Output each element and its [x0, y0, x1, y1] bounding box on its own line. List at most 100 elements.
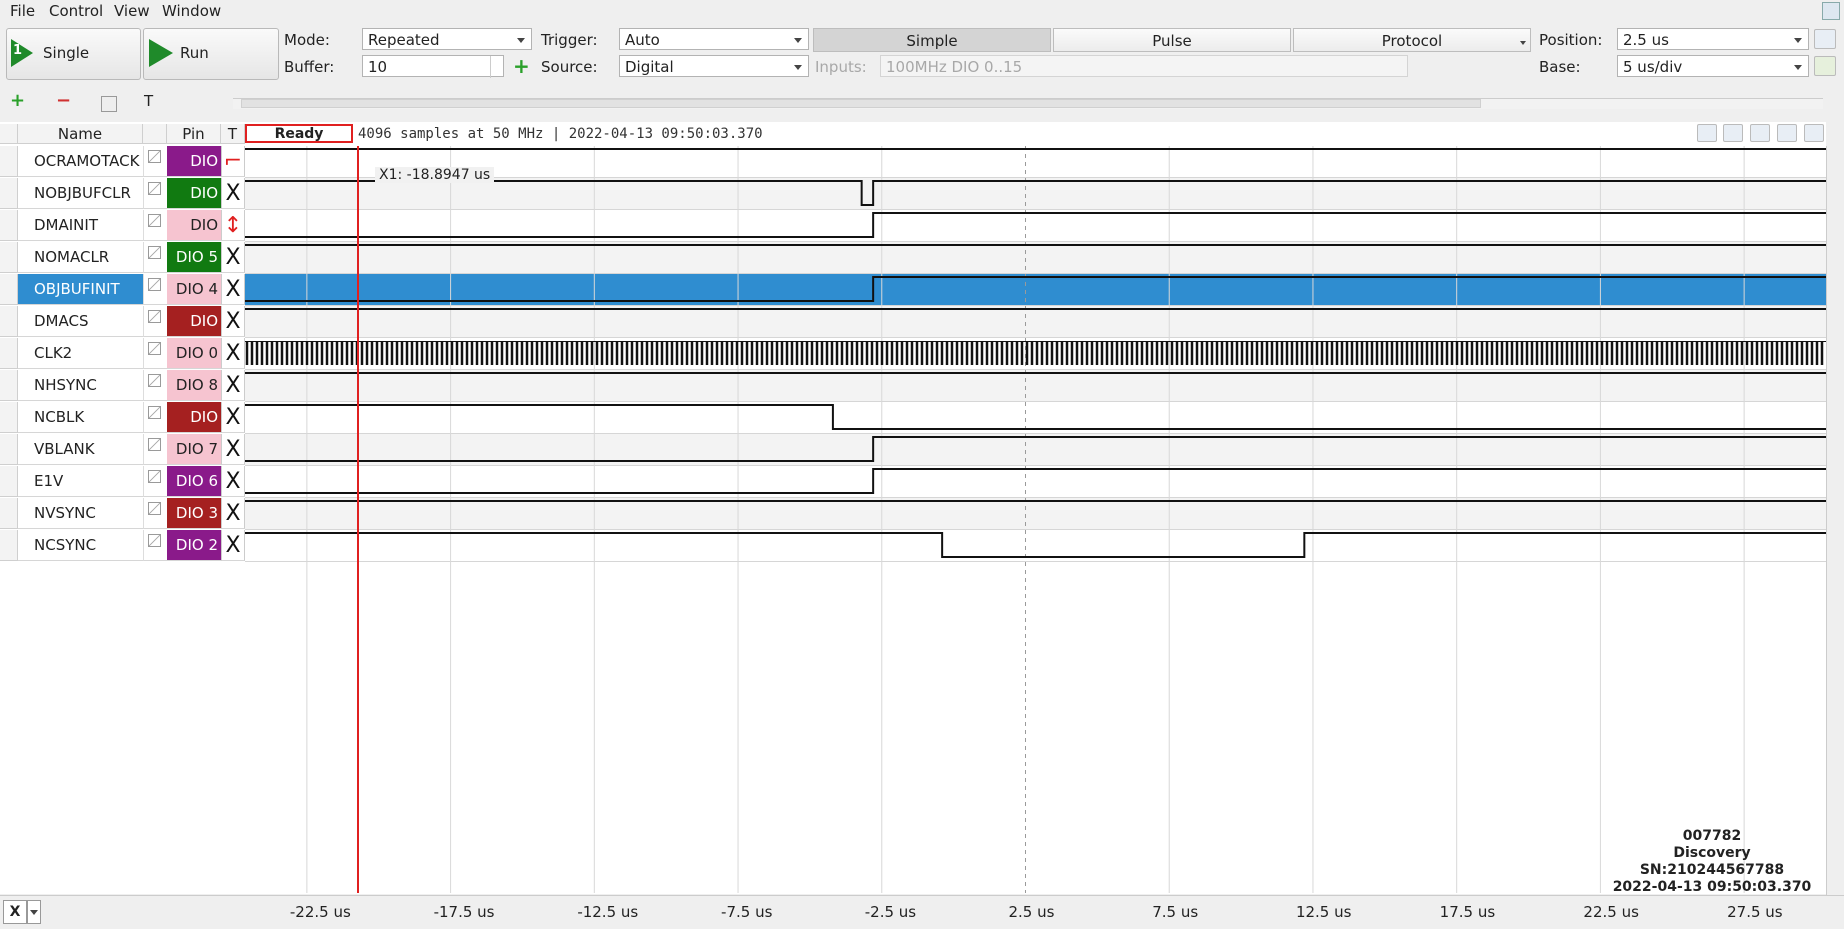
trigger-condition-icon[interactable]: X [221, 242, 245, 273]
trigger-condition-icon[interactable]: ⌐ [221, 146, 245, 177]
trigger-condition-icon[interactable]: X [221, 402, 245, 433]
signal-pin[interactable]: DIO 11 [167, 306, 221, 361]
signal-name[interactable]: NOMACLR [18, 242, 143, 273]
menu-file[interactable]: File [10, 2, 36, 20]
bars-icon[interactable] [1750, 124, 1770, 142]
signal-row[interactable]: DMACS DIO 11X [0, 306, 1826, 361]
row-handle[interactable] [0, 274, 18, 305]
signal-pin[interactable]: DIO 5 [167, 242, 221, 273]
buffer-input[interactable]: 10 [362, 55, 504, 78]
signal-pin[interactable]: DIO 15 [167, 402, 221, 457]
edit-signal-button[interactable] [143, 402, 167, 433]
signal-name[interactable]: NCSYNC [18, 530, 143, 561]
edit-signal-button[interactable] [143, 466, 167, 497]
signal-pin[interactable]: DIO 13 [167, 178, 221, 233]
trigger-condition-icon[interactable]: X [221, 338, 245, 369]
menu-control[interactable]: Control [49, 2, 104, 20]
trigger-condition-icon[interactable]: X [221, 530, 245, 561]
signal-name[interactable]: NHSYNC [18, 370, 143, 401]
trigger-condition-icon[interactable]: X [221, 306, 245, 337]
position-select[interactable]: 2.5 us [1617, 28, 1809, 50]
signal-pin[interactable]: DIO 4 [167, 274, 221, 305]
signal-pin[interactable]: DIO 2 [167, 530, 221, 561]
row-handle[interactable] [0, 466, 18, 497]
signal-name[interactable]: OCRAMOTACK [18, 146, 143, 177]
trigger-select[interactable]: Auto [619, 28, 809, 50]
signal-pin[interactable]: DIO 3 [167, 498, 221, 529]
row-handle[interactable] [0, 178, 18, 209]
waveform-lane[interactable] [245, 242, 1826, 274]
mode-select[interactable]: Repeated [362, 28, 532, 50]
waveform-lane[interactable] [245, 466, 1826, 498]
waveform-lane[interactable] [245, 402, 1826, 434]
edit-signal-button[interactable] [143, 210, 167, 241]
signal-name[interactable]: NCBLK [18, 402, 143, 433]
signal-name[interactable]: NVSYNC [18, 498, 143, 529]
signal-row[interactable]: NCBLK DIO 15X [0, 402, 1826, 457]
waveform-lane[interactable] [245, 306, 1826, 338]
row-handle[interactable] [0, 210, 18, 241]
cursor-x1-label[interactable]: X1: -18.8947 us [375, 167, 495, 183]
signal-name[interactable]: CLK2 [18, 338, 143, 369]
row-handle[interactable] [0, 242, 18, 273]
signal-name[interactable]: VBLANK [18, 434, 143, 465]
trigger-condition-icon[interactable]: X [221, 274, 245, 305]
signal-pin[interactable]: DIO 8 [167, 370, 221, 401]
base-select[interactable]: 5 us/div [1617, 55, 1809, 77]
name-column-header[interactable]: Name [18, 124, 143, 144]
tab-protocol[interactable]: Protocol [1293, 28, 1531, 52]
edit-signal-button[interactable] [143, 306, 167, 337]
trigger-condition-icon[interactable]: X [221, 498, 245, 529]
edit-signal-button[interactable] [143, 242, 167, 273]
signal-name[interactable]: NOBJBUFCLR [18, 178, 143, 209]
trigger-condition-icon[interactable]: X [221, 178, 245, 209]
add-signal-icon[interactable]: + [10, 90, 26, 111]
edit-signal-icon[interactable] [101, 96, 117, 112]
source-select[interactable]: Digital [619, 55, 809, 77]
signal-name[interactable]: OBJBUFINIT [18, 274, 143, 305]
edit-signal-button[interactable] [143, 178, 167, 209]
measure-icon[interactable] [1723, 124, 1743, 142]
row-handle[interactable] [0, 338, 18, 369]
trigger-condition-icon[interactable]: X [221, 370, 245, 401]
edit-signal-button[interactable] [143, 434, 167, 465]
edit-signal-button[interactable] [143, 274, 167, 305]
axis-x-button[interactable]: X [3, 900, 27, 924]
cursor-tool-icon[interactable] [1697, 124, 1717, 142]
trigger-column-header[interactable]: T [221, 124, 245, 144]
menu-window[interactable]: Window [162, 2, 222, 20]
buffer-spinner[interactable] [490, 56, 503, 78]
signal-pin[interactable]: DIO 7 [167, 434, 221, 465]
trigger-condition-icon[interactable]: ↕ [221, 210, 245, 241]
tab-pulse[interactable]: Pulse [1053, 28, 1291, 52]
text-tool-icon[interactable]: T [144, 92, 154, 110]
zoom-icon[interactable] [1777, 124, 1797, 142]
signal-pin[interactable]: DIO 6 [167, 466, 221, 497]
axis-dropdown[interactable] [27, 900, 41, 924]
waveform-lane[interactable] [245, 434, 1826, 466]
waveform-lane[interactable] [245, 530, 1826, 562]
restore-window-icon[interactable] [1822, 2, 1840, 20]
edit-signal-button[interactable] [143, 338, 167, 369]
settings-icon[interactable] [1814, 29, 1836, 49]
gear-icon[interactable] [1804, 124, 1824, 142]
single-button[interactable]: 1 Single [6, 28, 141, 80]
edit-signal-button[interactable] [143, 498, 167, 529]
waveform-lane[interactable] [245, 146, 1826, 178]
vertical-scrollbar[interactable] [1826, 146, 1844, 895]
apply-arrow-icon[interactable] [1814, 56, 1836, 76]
signal-row[interactable]: NOBJBUFCLR DIO 13X [0, 178, 1826, 233]
waveform-lane[interactable] [245, 274, 1826, 306]
row-handle[interactable] [0, 402, 18, 433]
row-handle[interactable] [0, 530, 18, 561]
signal-pin[interactable]: DIO 12 [167, 210, 221, 265]
signal-name[interactable]: DMACS [18, 306, 143, 337]
pin-column-header[interactable]: Pin [167, 124, 221, 144]
signal-name[interactable]: E1V [18, 466, 143, 497]
